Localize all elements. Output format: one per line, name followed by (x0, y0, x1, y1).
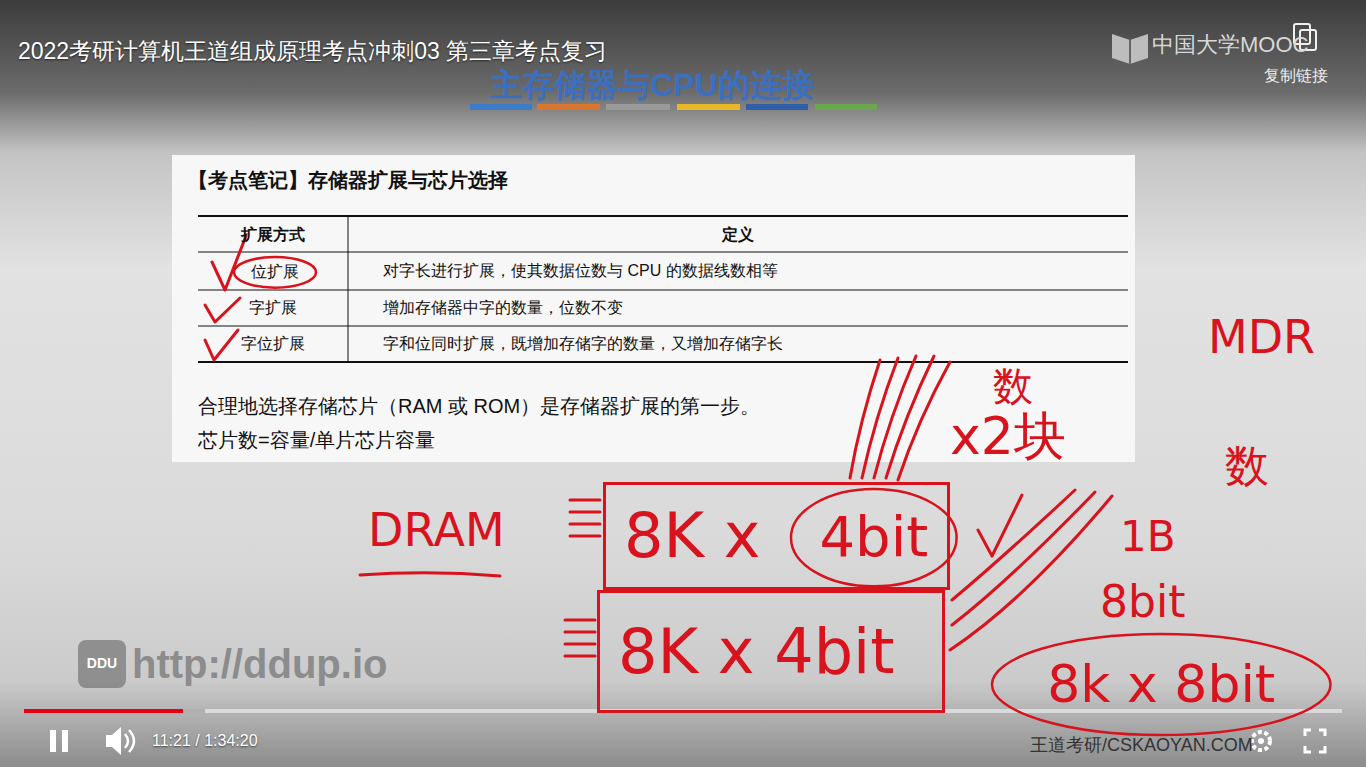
time-display: 11:21 / 1:34:20 (152, 731, 258, 750)
table-rules (198, 216, 1128, 362)
table-cell: 字和位同时扩展，既增加存储字的数量，又增加存储字长 (383, 334, 783, 353)
node-text: 位扩展 (251, 263, 299, 281)
ellipse-stroke (234, 257, 316, 288)
note-text: 芯片数=容量/单片芯片容量 (198, 428, 435, 452)
watermark-badge-text: DDU (87, 655, 117, 672)
node-text: 8K x 4bit (600, 616, 895, 687)
handwritten-note: DRAM (368, 503, 505, 558)
note-text: 合理地选择存储芯片（RAM 或 ROM）是存储器扩展的第一步。 (198, 394, 760, 418)
video-title: 2022考研计算机王道组成原理考点冲刺03 第三章考点复习 (18, 38, 607, 66)
handwritten-note: x2块 (950, 405, 1066, 467)
table-cell: 字扩展 (249, 298, 297, 317)
watermark: http://ddup.io (132, 640, 387, 688)
table-cell: 字位扩展 (241, 334, 305, 353)
node-text: 8k x 8bit (1047, 655, 1275, 715)
node-text: 4bit (819, 505, 928, 569)
title-bars (470, 104, 877, 110)
mooc-logo-icon (1112, 34, 1148, 64)
handwritten-note: MDR (1208, 310, 1315, 365)
memory-chip: 8K x 4bit (597, 590, 945, 713)
handwritten-note: 数 (993, 362, 1033, 410)
slide-title: 主存储器与CPU的连接 (490, 66, 814, 104)
site-credit: 王道考研/CSKAOYAN.COM (1030, 735, 1253, 757)
note-heading: 【考点笔记】存储器扩展与芯片选择 (188, 168, 508, 192)
circled-width: 4bit (789, 487, 959, 588)
mooc-logo: 中国大学MOOC (1152, 32, 1308, 58)
table-cell: 增加存储器中字的数量，位数不变 (383, 298, 623, 317)
handwritten-note: 数 (1225, 440, 1269, 493)
table-cell: 对字长进行扩展，使其数据位数与 CPU 的数据线数相等 (383, 261, 778, 280)
circled-cell: 位扩展 (232, 255, 318, 290)
table-header: 扩展方式 (241, 225, 305, 244)
node-text: 8K x (606, 500, 761, 571)
copy-link: 复制链接 (1264, 66, 1328, 85)
memory-chip: 8K x 4bit (603, 482, 950, 590)
ellipse-stroke (791, 489, 957, 586)
ellipse-stroke (992, 634, 1331, 735)
handwritten-note: 1B (1120, 512, 1176, 562)
table-header: 定义 (722, 225, 754, 244)
circled-result: 8k x 8bit (990, 632, 1333, 737)
handwritten-note: 8bit (1100, 576, 1185, 629)
